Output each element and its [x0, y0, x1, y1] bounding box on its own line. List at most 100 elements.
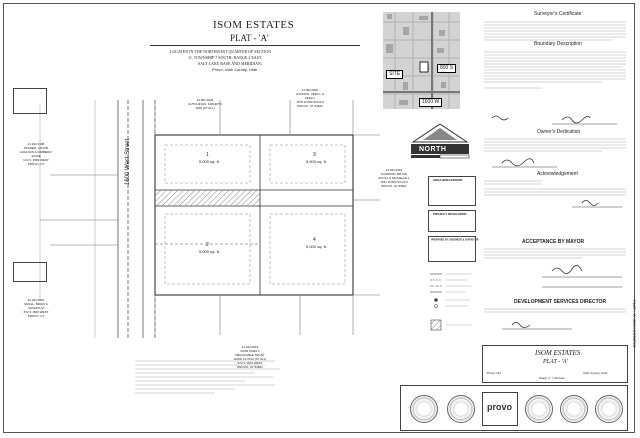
owner-line: 21:041:0019	[385, 168, 403, 172]
title-block-subtitle: PLAT - 'A'	[543, 359, 568, 365]
surveyor-text-lines	[484, 21, 626, 41]
development-director-heading: DEVELOPMENT SERVICES DIRECTOR	[514, 299, 607, 305]
general-notes	[135, 358, 285, 398]
notes-text-lines	[135, 360, 280, 394]
north-arrow-icon	[411, 123, 470, 159]
owner-line: 21:041:0019	[241, 345, 259, 349]
mayor-acceptance-heading: ACCEPTANCE BY MAYOR	[522, 239, 585, 245]
owner-line: HUTCHINGS, KATHRYN	[188, 102, 222, 106]
engineer-table: PREPARED BY: ENGINEER & SURVEYOR	[428, 236, 479, 262]
legend-symbols	[430, 273, 472, 331]
county-seal	[410, 395, 438, 423]
lot-3-area: 5,000 sq. ft.	[306, 159, 327, 164]
owner-right-mid: 21:041:0019 JOHNSON, BRYAN ROYAL & MICHE…	[367, 168, 421, 188]
margin-label: PLAT - 'A' ISOM ESTATES	[632, 300, 637, 348]
plat-subtitle: PLAT - 'A'	[230, 33, 269, 43]
acknowledgement-lines	[484, 180, 626, 208]
owner-line: CANNON, VERA L &	[296, 92, 324, 96]
lot-1-area: 5,000 sq. ft.	[199, 159, 220, 164]
street-label-800s: 800 S	[437, 64, 457, 73]
title-block-title: ISOM ESTATES	[535, 349, 581, 357]
owner-line: 21:041:0198	[27, 142, 45, 146]
surveyor-certificate: Surveyor's Certificate Boundary Descript…	[482, 12, 628, 112]
owner-line: 1575 W 800 SOUTH	[296, 100, 324, 104]
title-block: ISOM ESTATES PLAT - 'A' Provo City Utah …	[482, 345, 628, 383]
owner-line: PROVO, UT 84601	[237, 365, 263, 369]
lot-3-number: 3	[313, 152, 316, 158]
north-label: NORTH	[419, 145, 447, 153]
vicinity-map-graphic	[383, 12, 460, 109]
mayor-acceptance: ACCEPTANCE BY MAYOR	[482, 240, 628, 290]
left-parcel-box	[13, 88, 47, 114]
location-line-2: 11, TOWNSHIP 7 SOUTH, RANGE 2 EAST,	[188, 55, 263, 60]
engineer-title: PREPARED BY: ENGINEER & SURVEYOR	[431, 238, 479, 242]
lot-4-number: 4	[313, 237, 316, 243]
mayor-acceptance-lines	[484, 248, 626, 288]
owner-top-right: 21:061:0020 CANNON, VERA L & VERA L 1575…	[285, 88, 335, 108]
owner-line: PROVO, UT 84601	[381, 184, 407, 188]
developer-table: PROJECT DEVELOPER	[428, 210, 476, 232]
owner-left-lower: 22:041:0001 SMALL, BRIAN & SANDRA M 672 …	[14, 298, 58, 318]
development-director-lines	[484, 308, 626, 330]
street-name: 1600 West Street	[125, 138, 131, 185]
owner-line: SANDRA M	[28, 306, 44, 310]
provo-logo-box: provo	[482, 392, 518, 426]
owner-line: APRIL 14 2014 (ST ALL)	[233, 357, 267, 361]
location-line-1: LOCATED IN THE NORTHWEST QUARTER OF SECT…	[170, 49, 272, 54]
acknowledgement-heading: Acknowledgement	[537, 171, 578, 177]
plat-title: ISOM ESTATES	[213, 19, 295, 31]
owner-line: 1531 W 800 SOUTH	[380, 180, 408, 184]
left-parcel-box	[13, 262, 47, 282]
owner-dedication-heading: Owner's Dedication	[537, 129, 581, 135]
plat-sheet	[3, 3, 635, 433]
boundary-heading: Boundary Description	[534, 41, 582, 47]
owner-dedication: Owner's Dedication	[482, 130, 628, 170]
owner-line: ROYAL & MICHELLE L	[378, 176, 410, 180]
area-breakdown-table: AREA BREAKDOWN	[428, 176, 476, 206]
boundary-text-lines	[484, 51, 626, 89]
owner-line: Unit 5, 1582 WEST	[23, 158, 49, 162]
title-block-county: Utah County, Utah	[583, 371, 608, 375]
owner-line: 672 S 1600 WEST	[23, 310, 49, 314]
north-arrow: NORTH	[407, 122, 473, 162]
owner-top-left: 21:061:0023 HUTCHINGS, KATHRYN 1606 (ST …	[180, 98, 230, 110]
owner-line: 21:061:0023	[196, 98, 214, 102]
signature-marks	[491, 115, 617, 125]
title-block-scale: Scale: 1" = 20 Feet	[539, 376, 565, 380]
lot-2-area: 5,000 sq. ft.	[199, 249, 220, 254]
owner-line: ISOM FAMILY	[240, 349, 260, 353]
owner-line: 22:041:0001	[27, 298, 45, 302]
location-line-3: SALT LAKE BASE AND MERIDIAN,	[198, 61, 262, 66]
owner-line: 1606 (ST ALL)	[195, 106, 215, 110]
seals-row	[400, 385, 628, 431]
surveyor-heading: Surveyor's Certificate	[534, 11, 582, 17]
owner-line: PROVO, UT	[27, 162, 45, 166]
lot-4-area: 5,000 sq. ft.	[306, 244, 327, 249]
notary-seal	[595, 395, 623, 423]
acknowledgement: Acknowledgement	[482, 172, 628, 212]
lot-1-number: 1	[206, 152, 209, 158]
owner-line: CARLSON & KIMBERLY	[19, 150, 53, 154]
owner-line: PALMER, JACOB	[24, 146, 48, 150]
owner-line: REVOCABLE TRUST	[235, 353, 265, 357]
owner-bottom: 21:041:0019 ISOM FAMILY REVOCABLE TRUST …	[220, 345, 280, 369]
title-rule	[150, 45, 360, 46]
title-block-city: Provo City	[487, 371, 501, 375]
provo-logo: provo	[487, 402, 513, 412]
owner-line: VERA L	[304, 96, 316, 100]
owner-dedication-lines	[484, 138, 626, 168]
legend	[428, 270, 476, 350]
lot-2-number: 2	[206, 242, 209, 248]
surveyor-seal	[447, 395, 475, 423]
location-line-4: Provo, Utah County, Utah	[212, 67, 258, 72]
area-breakdown-title: AREA BREAKDOWN	[433, 178, 463, 182]
owner-line: JANAE	[31, 154, 41, 158]
street-label-1600w: 1600 W	[419, 98, 443, 107]
vicinity-map: SITE 800 S 1600 W	[383, 12, 460, 109]
developer-title: PROJECT DEVELOPER	[433, 212, 467, 216]
owner-line: SMALL, BRIAN &	[24, 302, 48, 306]
owner-line: 21:061:0020	[301, 88, 319, 92]
city-seal	[525, 395, 553, 423]
development-director: DEVELOPMENT SERVICES DIRECTOR	[482, 300, 628, 340]
owner-line: PROVO, UT 84601	[297, 104, 323, 108]
